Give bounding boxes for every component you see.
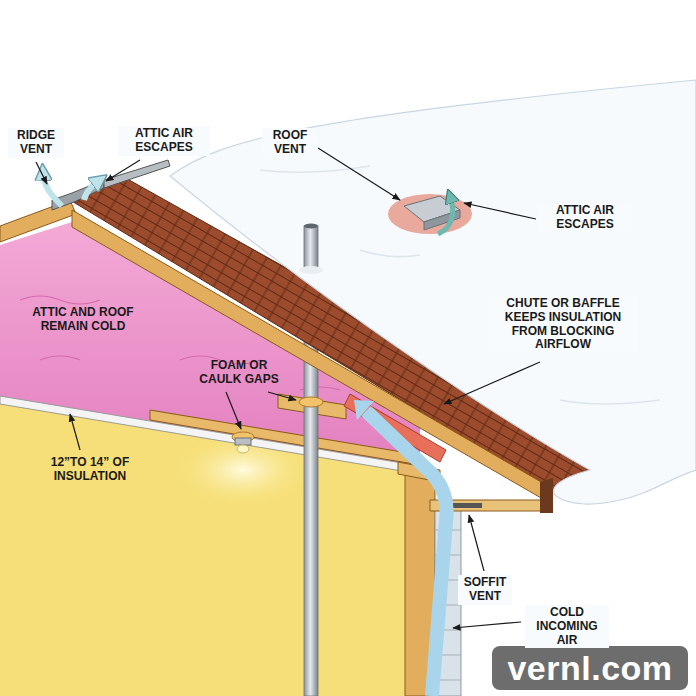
incoming-air-arrow	[366, 411, 447, 696]
part-label: RIDGE VENT	[8, 128, 64, 158]
airflow-label: ATTIC AIR ESCAPES	[538, 203, 632, 233]
leader-line	[70, 414, 80, 450]
leader-line	[268, 392, 296, 400]
light-fixture	[235, 438, 251, 445]
leader-line	[36, 162, 47, 184]
watermark-plate	[492, 646, 688, 690]
leader-line	[453, 622, 521, 628]
incoming-air-arrowhead	[354, 400, 374, 420]
airflow-label: COLD INCOMING AIR	[525, 605, 609, 648]
fascia	[540, 478, 553, 513]
air-arrow	[43, 172, 62, 206]
pipe-snow	[299, 266, 323, 274]
left-rafter	[0, 200, 76, 242]
snow-shading	[260, 166, 660, 404]
airflow-label: ATTIC AIR ESCAPES	[118, 126, 210, 156]
snow	[170, 80, 696, 504]
note-label: FOAM OR CAULK GAPS	[195, 358, 283, 388]
room-wall	[0, 400, 420, 696]
dimension-label: 12”TO 14” OF INSULATION	[40, 455, 140, 485]
leader-line	[106, 160, 140, 181]
leader-line	[318, 148, 400, 200]
air-arrow	[438, 196, 453, 234]
leader-line	[226, 392, 241, 429]
baffle	[344, 394, 446, 462]
light-bulb	[237, 445, 249, 453]
part-label: ROOF VENT	[262, 128, 318, 158]
leader-line	[469, 515, 484, 571]
note-label: CHUTE OR BAFFLE KEEPS INSULATION FROM BL…	[488, 296, 638, 353]
pipe-opening	[304, 224, 318, 229]
leader-line	[444, 362, 540, 404]
leader-line	[464, 203, 536, 219]
foam-seal	[299, 397, 323, 407]
part-label: SOFFIT VENT	[458, 575, 512, 605]
air-arrow	[84, 180, 100, 200]
ridge-vent-strip	[104, 160, 170, 188]
watermark: vernl.com	[492, 646, 688, 690]
vent-pipe	[304, 330, 318, 696]
roof-vent-flashing	[388, 194, 472, 234]
soffit-vent	[452, 503, 482, 508]
vent-pipe-top	[304, 226, 318, 270]
note-label: ATTIC AND ROOF REMAIN COLD	[8, 305, 158, 335]
